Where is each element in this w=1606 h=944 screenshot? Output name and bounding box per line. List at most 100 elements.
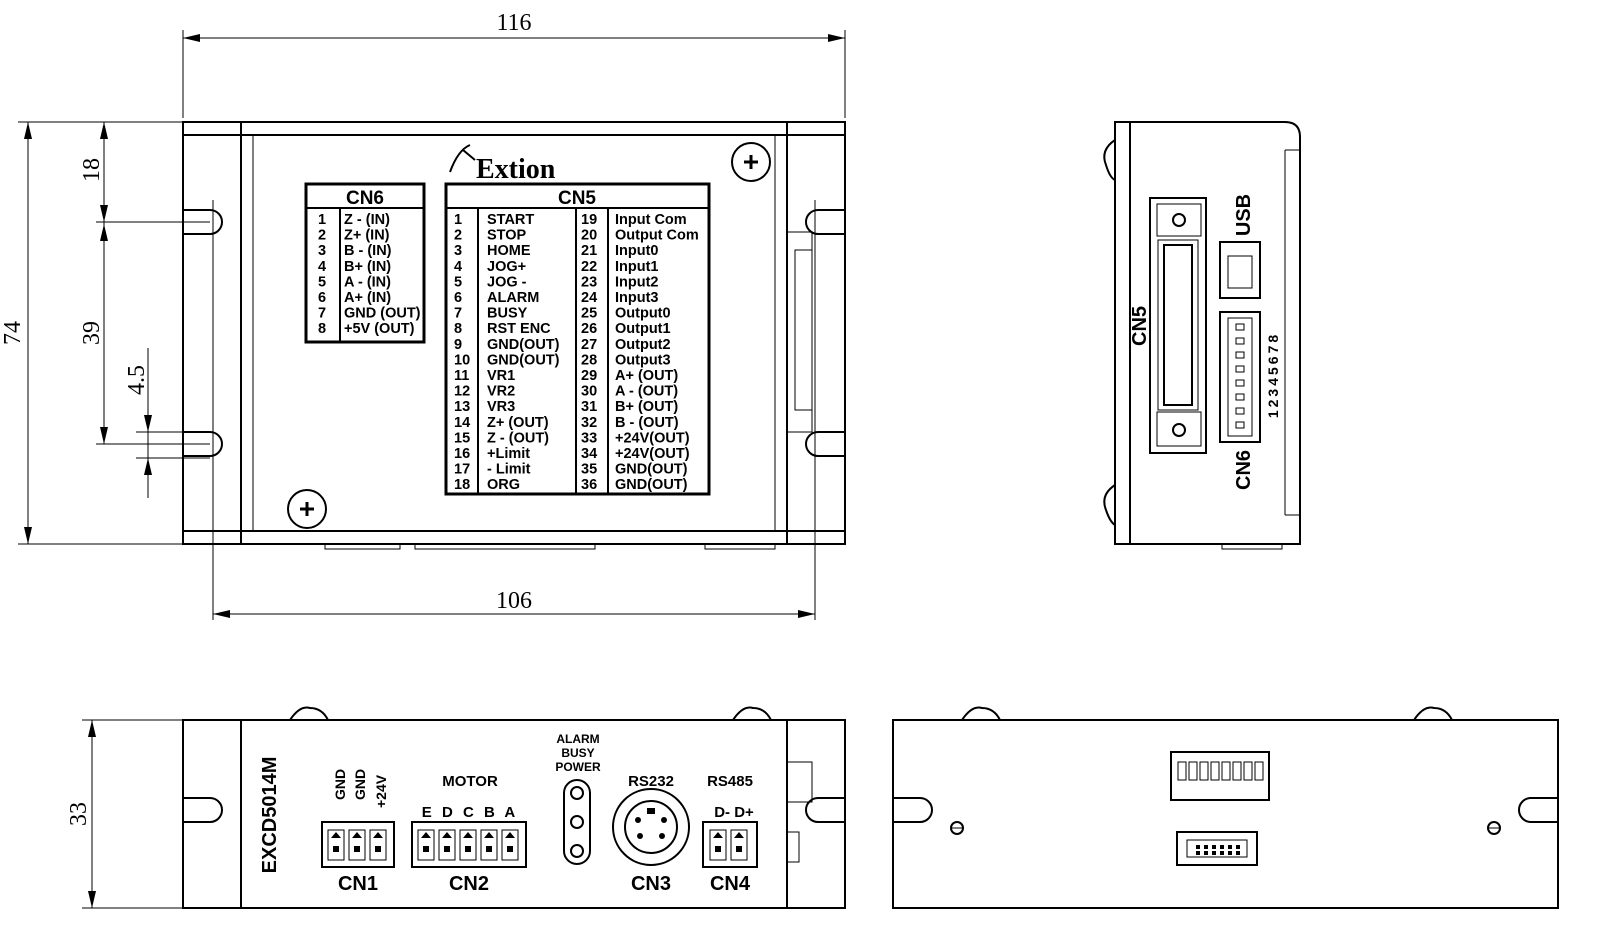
terminal-latch <box>463 832 473 838</box>
dip-switch-lever <box>1221 761 1231 781</box>
dip-switch-icon <box>1170 751 1270 801</box>
cn5-pin-signal: JOG+ <box>487 259 526 275</box>
cn5-pin-number: 25 <box>581 306 597 322</box>
cn6-pin <box>1235 421 1245 429</box>
dip-switch-lever <box>1188 761 1198 781</box>
terminal-pin <box>369 829 387 861</box>
extion-logo: Extion <box>449 144 556 185</box>
rs232-label: RS232 <box>628 773 674 790</box>
cn5-pin-number: 33 <box>581 430 597 446</box>
cn5-pin-number: 17 <box>454 462 470 478</box>
led-power-label: POWER <box>555 760 601 774</box>
cn5-pin-signal: Input Com <box>615 212 687 228</box>
cn6-title: CN6 <box>346 188 384 209</box>
terminal-contact <box>486 846 492 852</box>
cn5-pin-number: 22 <box>581 259 597 275</box>
cn6-pin <box>1235 407 1245 415</box>
cn5-pin-signal: STOP <box>487 228 527 244</box>
back-pin <box>1196 845 1200 849</box>
cn5-pin-number: 2 <box>454 228 462 244</box>
cn4-label: CN4 <box>710 873 751 895</box>
back-pin <box>1228 851 1232 855</box>
cn5-pin-number: 3 <box>454 243 462 259</box>
cn6-pin-number: 6 <box>318 290 326 306</box>
cn5-pin-signal: Output3 <box>615 352 671 368</box>
screw-icon <box>731 142 771 182</box>
terminal-latch <box>484 832 494 838</box>
dim-thickness: 33 <box>66 802 92 826</box>
cn6-pin-signal: B+ (IN) <box>344 259 391 275</box>
cn5-pin-number: 27 <box>581 337 597 353</box>
motor-label: MOTOR <box>442 773 498 790</box>
cn5-pin-signal: Output Com <box>615 228 699 244</box>
cn5-pin-number: 10 <box>454 352 470 368</box>
terminal-contact <box>423 846 429 852</box>
cn5-pin-signal: A - (OUT) <box>615 384 678 400</box>
cn5-pin-signal: +24V(OUT) <box>615 446 690 462</box>
cn5-pin-number: 23 <box>581 274 597 290</box>
back-pin <box>1220 845 1224 849</box>
cn6-pin-signal: Z+ (IN) <box>344 228 390 244</box>
cn5-pin-signal: B - (OUT) <box>615 415 679 431</box>
dim-hole-spacing: 39 <box>79 321 105 345</box>
cn5-pin-number: 6 <box>454 290 462 306</box>
cn6-pin-number: 3 <box>318 243 326 259</box>
cn6-pin-signal: B - (IN) <box>344 243 392 259</box>
terminal-contact <box>333 846 339 852</box>
cn5-pin-number: 7 <box>454 306 462 322</box>
cn5-title: CN5 <box>558 188 596 209</box>
terminal-pin <box>327 829 345 861</box>
cn5-pin-signal: Input2 <box>615 274 659 290</box>
cn5-pin-number: 30 <box>581 384 597 400</box>
back-pin <box>1220 851 1224 855</box>
rs232-port-icon <box>612 788 690 866</box>
dip-switch-lever <box>1199 761 1209 781</box>
terminal-contact <box>375 846 381 852</box>
cn6-pin <box>1235 351 1245 359</box>
terminal-pin <box>709 829 727 861</box>
back-pin <box>1236 845 1240 849</box>
cn5-pin-number: 21 <box>581 243 597 259</box>
cn5-pin-signal: GND(OUT) <box>487 352 560 368</box>
cn3-label: CN3 <box>631 873 671 895</box>
cn5-pin-signal: VR3 <box>487 399 515 415</box>
cn5-pin-number: 19 <box>581 212 597 228</box>
dip-switch-lever <box>1243 761 1253 781</box>
cn6-pin-signal: Z - (IN) <box>344 212 390 228</box>
cn6-pin <box>1235 323 1245 331</box>
cn5-pin-signal: GND(OUT) <box>615 462 688 478</box>
terminal-pin <box>480 829 498 861</box>
cn5-pin-number: 35 <box>581 462 597 478</box>
cn5-pin-signal: B+ (OUT) <box>615 399 678 415</box>
terminal-contact <box>444 846 450 852</box>
rs485-pins-label: D- D+ <box>714 804 754 821</box>
terminal-latch <box>713 832 723 838</box>
cn5-pin-signal: RST ENC <box>487 321 551 337</box>
cn5-pin-number: 5 <box>454 274 462 290</box>
dim-slot: 4.5 <box>124 365 150 395</box>
cn2-label: CN2 <box>449 873 489 895</box>
motor-pins-label: E D C B A <box>422 804 518 821</box>
cn5-pin-signal: +Limit <box>487 446 530 462</box>
cn5-pin-number: 36 <box>581 477 597 493</box>
terminal-latch <box>442 832 452 838</box>
cn6-pin-signal: A - (IN) <box>344 274 391 290</box>
cn5-pin-number: 8 <box>454 321 462 337</box>
cn5-pin-signal: ALARM <box>487 290 539 306</box>
dim-depth: 106 <box>496 588 532 614</box>
dip-switch-lever <box>1254 761 1264 781</box>
terminal-contact <box>507 846 513 852</box>
power-led-icon <box>570 844 584 858</box>
back-pin <box>1236 851 1240 855</box>
cn5-pin-signal: VR2 <box>487 384 515 400</box>
dim-height: 74 <box>0 321 26 345</box>
dim-width: 116 <box>496 10 531 36</box>
cn5-pin-number: 24 <box>581 290 597 306</box>
terminal-contact <box>465 846 471 852</box>
cn5-pin-signal: - Limit <box>487 462 531 478</box>
cn5-pin-signal: A+ (OUT) <box>615 368 678 384</box>
back-pin <box>1204 851 1208 855</box>
cn1-24v: +24V <box>373 774 389 808</box>
cn5-pin-number: 28 <box>581 352 597 368</box>
screw-icon <box>287 489 327 529</box>
